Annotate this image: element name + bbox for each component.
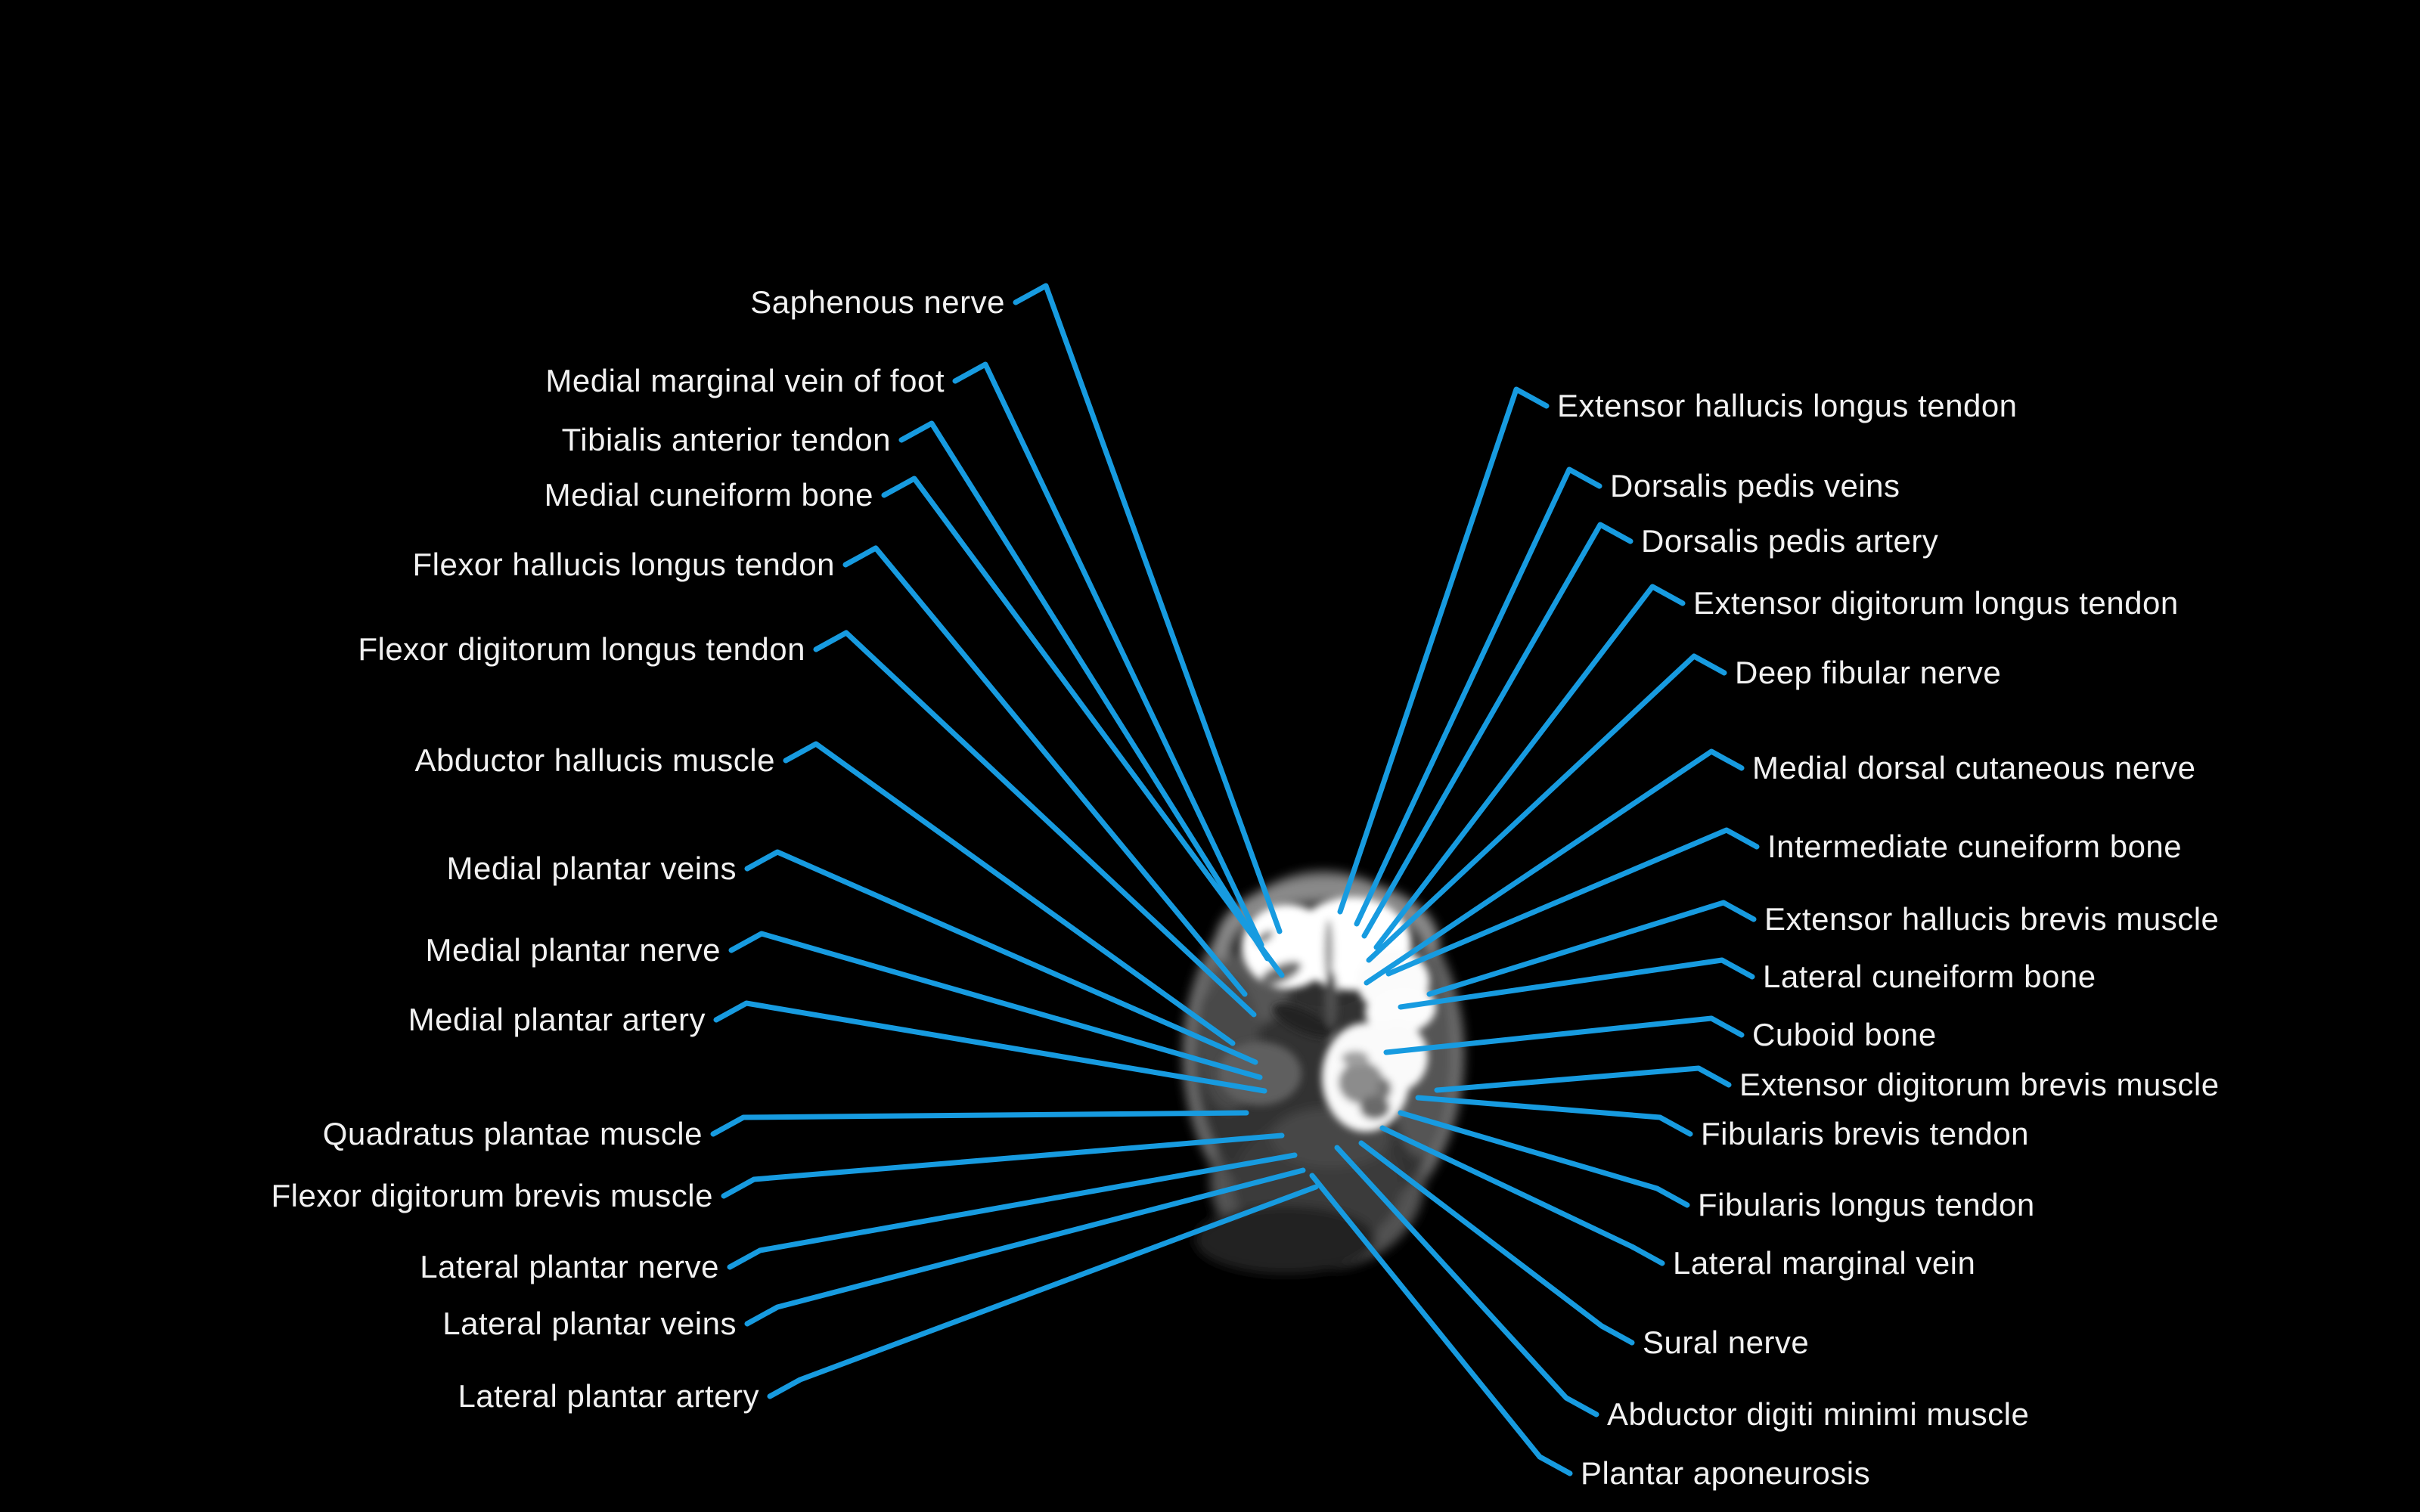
anatomy-label: Lateral plantar veins [442,1306,737,1341]
leader-line [783,741,1236,1046]
anatomy-label: Medial cuneiform bone [544,477,873,513]
anatomy-label: Dorsalis pedis veins [1610,468,1900,503]
leader-line [1379,1125,1665,1266]
leader-line [1373,584,1686,950]
leader-line [710,1110,1249,1137]
anatomy-label: Lateral plantar nerve [420,1249,719,1284]
leader-line [952,361,1264,948]
leader-line [767,1184,1319,1399]
leader-line [1358,1140,1635,1346]
anatomy-label: Extensor hallucis longus tendon [1557,388,2018,423]
leader-line [744,1167,1306,1327]
anatomy-label: Sural nerve [1643,1325,1810,1360]
leader-line [727,1152,1298,1270]
anatomy-label: Plantar aponeurosis [1581,1455,1871,1491]
anatomy-label: Flexor digitorum brevis muscle [271,1178,713,1213]
anatomy-label: Saphenous nerve [750,284,1005,320]
leader-line [1013,283,1283,934]
anatomy-label: Extensor digitorum longus tendon [1693,585,2179,621]
leader-line [744,849,1258,1065]
anatomy-label: Extensor digitorum brevis muscle [1739,1067,2220,1102]
anatomy-label: Lateral cuneiform bone [1763,959,2096,994]
anatomy-label: Medial plantar veins [446,850,737,886]
anatomy-label: Abductor hallucis muscle [414,742,775,778]
anatomy-label: Medial marginal vein of foot [545,363,945,398]
leader-line [1415,1095,1693,1137]
anatomy-label: Flexor hallucis longus tendon [412,547,835,582]
leader-line [1361,522,1634,939]
leader-line [842,545,1248,997]
label-leader-lines [710,283,1760,1476]
leader-line [1366,653,1727,963]
anatomy-label: Flexor digitorum longus tendon [358,631,805,667]
leader-line [1434,1065,1732,1093]
anatomy-label: Lateral plantar artery [458,1378,759,1414]
leader-line [1364,748,1745,986]
anatomy-label: Lateral marginal vein [1673,1245,1976,1281]
leader-line [721,1132,1285,1199]
anatomy-label: Medial plantar nerve [425,932,721,968]
anatomy-label: Fibularis longus tendon [1698,1187,2035,1222]
leader-line [898,420,1270,962]
leader-line [1354,466,1602,927]
leader-line [713,1000,1267,1094]
anatomy-label: Dorsalis pedis artery [1641,523,1939,559]
leader-line [1398,1110,1690,1208]
anatomy-label: Intermediate cuneiform bone [1767,829,2183,864]
anatomy-label: Medial plantar artery [408,1002,706,1037]
leader-line [1398,957,1755,1010]
leader-line [813,630,1257,1018]
anatomy-label: Deep fibular nerve [1735,655,2002,690]
leader-line [1334,1145,1599,1418]
anatomy-label: Extensor hallucis brevis muscle [1764,901,2220,937]
anatomy-label: Cuboid bone [1752,1017,1937,1052]
anatomy-label: Fibularis brevis tendon [1701,1116,2030,1151]
anatomy-label: Medial dorsal cutaneous nerve [1752,750,2196,785]
leader-line [1337,386,1550,915]
anatomy-label: Quadratus plantae muscle [322,1116,703,1151]
leader-line [728,931,1263,1080]
leader-line [1309,1173,1573,1476]
foot-cross-section [1183,871,1464,1274]
leader-line [1426,900,1757,997]
leader-line [1383,1015,1745,1055]
anatomy-label: Tibialis anterior tendon [561,422,891,457]
leader-line [881,476,1285,978]
leader-line [1385,827,1760,977]
anatomy-label: Abductor digiti minimi muscle [1607,1396,2030,1432]
